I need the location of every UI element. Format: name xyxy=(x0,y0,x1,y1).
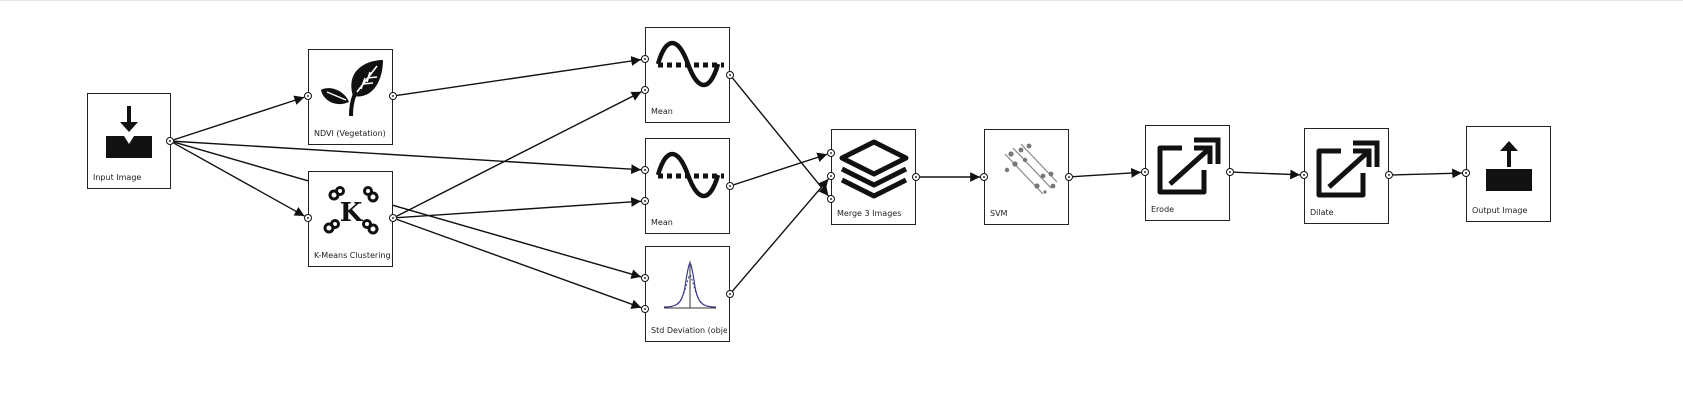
connection-kmeans-to-mean_1[interactable] xyxy=(396,91,642,217)
node-label: Merge 3 Images xyxy=(837,209,902,218)
input-port[interactable] xyxy=(827,195,835,203)
input-port[interactable] xyxy=(304,214,312,222)
output-port[interactable] xyxy=(1385,171,1393,179)
download-tray-icon xyxy=(88,100,170,166)
input-port[interactable] xyxy=(980,173,988,181)
node-label: SVM xyxy=(990,209,1008,218)
node-mean-top[interactable]: Mean xyxy=(645,27,730,123)
input-port[interactable] xyxy=(641,305,649,313)
svm-scatter-icon xyxy=(985,136,1068,202)
node-label: Std Deviation (object) xyxy=(651,326,727,335)
node-label: Output Image xyxy=(1472,206,1528,215)
output-port[interactable] xyxy=(389,92,397,100)
input-port[interactable] xyxy=(1141,168,1149,176)
layers-stack-icon xyxy=(832,136,915,202)
output-port[interactable] xyxy=(726,71,734,79)
input-port[interactable] xyxy=(827,172,835,180)
node-output-image[interactable]: Output Image xyxy=(1466,126,1551,222)
node-ndvi-vegetation[interactable]: NDVI (Vegetation) xyxy=(308,49,393,145)
sine-wave-mean-icon xyxy=(646,145,729,211)
output-port[interactable] xyxy=(1226,168,1234,176)
input-port[interactable] xyxy=(641,55,649,63)
connection-mean_2-to-merge[interactable] xyxy=(733,152,828,186)
output-port[interactable] xyxy=(912,173,920,181)
output-port[interactable] xyxy=(726,182,734,190)
input-port[interactable] xyxy=(641,166,649,174)
connection-erode-to-dilate[interactable] xyxy=(1233,169,1301,180)
node-merge-3-images[interactable]: Merge 3 Images xyxy=(831,129,916,225)
node-dilate[interactable]: Dilate xyxy=(1304,128,1389,224)
node-std-deviation[interactable]: Std Deviation (object) xyxy=(645,246,730,342)
output-port[interactable] xyxy=(726,290,734,298)
arrow-square-icon xyxy=(1146,132,1229,198)
output-port[interactable] xyxy=(166,137,174,145)
input-port[interactable] xyxy=(641,197,649,205)
leaf-sprout-icon xyxy=(309,56,392,122)
connection-ndvi-to-mean_1[interactable] xyxy=(396,56,642,97)
connection-input_image-to-ndvi[interactable] xyxy=(173,95,305,141)
bell-curve-icon xyxy=(646,253,729,319)
input-port[interactable] xyxy=(1300,171,1308,179)
connection-mean_1-to-merge[interactable] xyxy=(731,77,830,197)
connection-input_image-to-mean_2[interactable] xyxy=(173,140,642,175)
node-label: Dilate xyxy=(1310,208,1334,217)
connection-std_dev-to-merge[interactable] xyxy=(732,178,829,292)
output-port[interactable] xyxy=(389,214,397,222)
svg-text:K: K xyxy=(339,198,363,228)
connection-svm-to-erode[interactable] xyxy=(1072,168,1142,178)
kmeans-cluster-icon: K xyxy=(309,178,392,244)
node-label: K-Means Clustering xyxy=(314,251,390,260)
node-input-image[interactable]: Input Image xyxy=(87,93,171,189)
input-port[interactable] xyxy=(1462,169,1470,177)
input-port[interactable] xyxy=(641,86,649,94)
sine-wave-mean-icon xyxy=(646,34,729,100)
output-port[interactable] xyxy=(1065,173,1073,181)
connection-input_image-to-kmeans[interactable] xyxy=(173,142,305,217)
connection-kmeans-to-mean_2[interactable] xyxy=(396,197,642,219)
connection-kmeans-to-std_dev[interactable] xyxy=(396,218,642,309)
node-svm[interactable]: SVM xyxy=(984,129,1069,225)
node-label: Mean xyxy=(651,218,673,227)
input-port[interactable] xyxy=(304,92,312,100)
arrow-square-icon xyxy=(1305,135,1388,201)
input-port[interactable] xyxy=(641,274,649,282)
node-kmeans-clustering[interactable]: K K-Means Clustering xyxy=(308,171,393,267)
connection-dilate-to-output_image[interactable] xyxy=(1392,168,1463,179)
node-label: Mean xyxy=(651,107,673,116)
node-erode[interactable]: Erode xyxy=(1145,125,1230,221)
input-port[interactable] xyxy=(827,149,835,157)
node-label: Input Image xyxy=(93,173,142,182)
node-label: Erode xyxy=(1151,205,1175,214)
node-mean-middle[interactable]: Mean xyxy=(645,138,730,234)
node-label: NDVI (Vegetation) xyxy=(314,129,386,138)
connection-input_image-to-std_dev[interactable] xyxy=(173,141,642,279)
upload-tray-icon xyxy=(1467,133,1550,199)
